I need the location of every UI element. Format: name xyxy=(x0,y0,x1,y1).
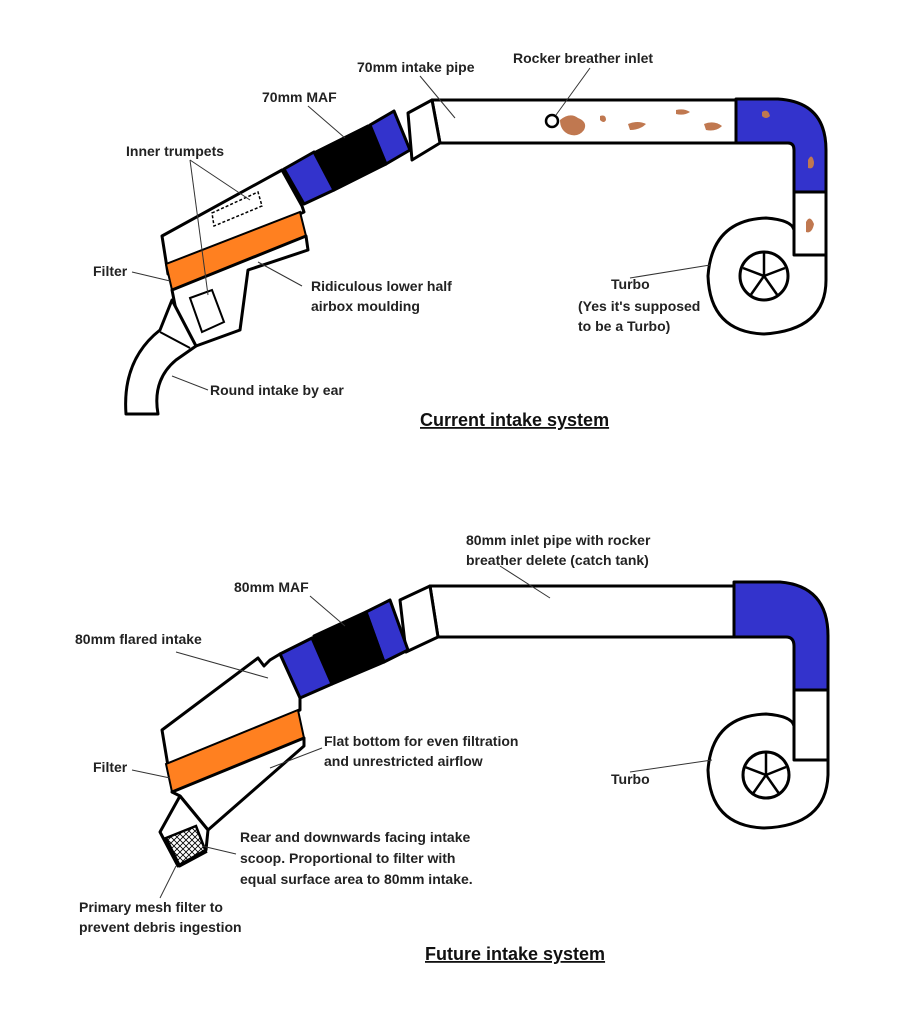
future-inlet-pipe xyxy=(428,584,740,639)
future-elbow-coupler xyxy=(732,580,830,692)
label-intake-scoop-line1: Rear and downwards facing intake xyxy=(240,829,470,845)
label-round-intake: Round intake by ear xyxy=(210,382,344,398)
label-intake-scoop-line2: scoop. Proportional to filter with xyxy=(240,850,455,866)
future-leader-lines xyxy=(131,565,713,899)
label-70mm-maf: 70mm MAF xyxy=(262,89,337,105)
label-intake-scoop-line3: equal surface area to 80mm intake. xyxy=(240,871,473,887)
label-current-turbo: Turbo xyxy=(611,276,650,292)
label-80mm-inlet-pipe-line2: breather delete (catch tank) xyxy=(466,552,649,568)
future-turbo xyxy=(706,712,830,830)
current-angled-pipe xyxy=(406,98,442,162)
caption-current-intake-system: Current intake system xyxy=(420,410,609,430)
primary-mesh-filter xyxy=(164,824,208,868)
label-future-turbo: Turbo xyxy=(611,771,650,787)
label-70mm-intake-pipe: 70mm intake pipe xyxy=(357,59,475,75)
current-turbo xyxy=(706,216,828,336)
label-turbo-note-line2: to be a Turbo) xyxy=(578,318,670,334)
current-oil-residue xyxy=(560,109,814,233)
current-lower-coupler xyxy=(282,150,336,206)
label-lower-airbox-line2: airbox moulding xyxy=(311,298,420,314)
current-intake-system: 70mm intake pipe Rocker breather inlet 7… xyxy=(93,50,828,430)
current-inner-trumpet-lower xyxy=(188,288,226,334)
future-turbo-downpipe xyxy=(792,688,830,762)
label-future-filter: Filter xyxy=(93,759,128,775)
current-round-intake xyxy=(124,298,198,416)
label-flat-bottom-line1: Flat bottom for even filtration xyxy=(324,733,518,749)
label-current-filter: Filter xyxy=(93,263,128,279)
label-lower-airbox-line1: Ridiculous lower half xyxy=(311,278,452,294)
current-leader-lines xyxy=(131,67,711,391)
label-mesh-filter-line2: prevent debris ingestion xyxy=(79,919,242,935)
current-elbow-coupler xyxy=(734,97,828,194)
label-rocker-breather-inlet: Rocker breather inlet xyxy=(513,50,653,66)
label-80mm-inlet-pipe-line1: 80mm inlet pipe with rocker xyxy=(466,532,651,548)
current-intake-pipe xyxy=(430,98,742,145)
future-intake-system: 80mm inlet pipe with rocker breather del… xyxy=(75,532,830,964)
label-80mm-maf: 80mm MAF xyxy=(234,579,309,595)
label-inner-trumpets: Inner trumpets xyxy=(126,143,224,159)
caption-future-intake-system: Future intake system xyxy=(425,944,605,964)
label-mesh-filter-line1: Primary mesh filter to xyxy=(79,899,223,915)
current-inner-trumpet xyxy=(211,190,263,228)
label-80mm-flared-intake: 80mm flared intake xyxy=(75,631,202,647)
label-flat-bottom-line2: and unrestricted airflow xyxy=(324,753,483,769)
rocker-breather-port xyxy=(544,113,560,129)
label-turbo-note-line1: (Yes it's supposed xyxy=(578,298,700,314)
